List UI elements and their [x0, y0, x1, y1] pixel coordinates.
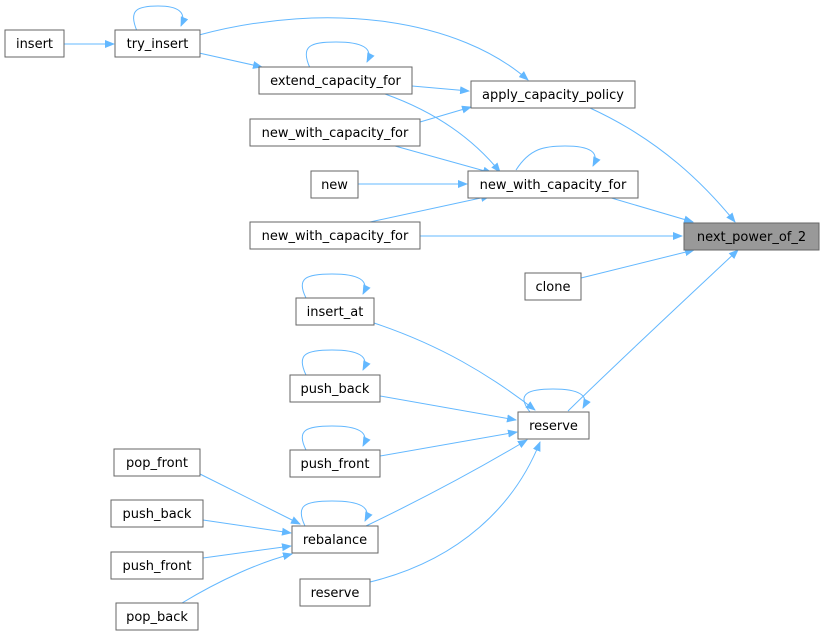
- edge-new-with-capacity-for-2-to-next-power-of-2: [607, 196, 694, 224]
- edge-push-back-1-to-reserve: [379, 395, 517, 423]
- node-label: new: [321, 178, 348, 193]
- node-new[interactable]: new: [310, 170, 359, 199]
- edge-clone-to-next-power-of-2: [580, 248, 695, 279]
- node-label: next_power_of_2: [697, 230, 806, 245]
- node-label: rebalance: [303, 533, 367, 548]
- edge-rebalance-to-reserve: [365, 439, 528, 527]
- node-rebalance[interactable]: rebalance: [291, 525, 379, 554]
- edge-try-insert-to-extend-capacity-for: [198, 52, 263, 69]
- node-label: pop_front: [126, 456, 188, 471]
- edge-reserve-to-next-power-of-2: [567, 249, 739, 412]
- node-label: clone: [536, 280, 571, 295]
- edge-push-back-1-self: [301, 349, 371, 376]
- edge-reserve-2-to-reserve-1: [369, 441, 541, 583]
- edge-new-with-capacity-for-1-to-apply-capacity-policy: [419, 105, 472, 123]
- node-label: extend_capacity_for: [270, 74, 401, 89]
- node-label: new_with_capacity_for: [480, 178, 627, 193]
- edge-pop-back-to-rebalance: [181, 552, 293, 604]
- edge-new-with-capacity-for-1-to-new-with-capacity-for-2: [394, 145, 493, 175]
- node-label: new_with_capacity_for: [262, 126, 409, 141]
- edge-insert-at-to-reserve: [373, 322, 536, 411]
- node-push-back-2[interactable]: push_back: [110, 499, 204, 528]
- node-pop-back[interactable]: pop_back: [115, 602, 199, 631]
- node-new-with-capacity-for-3[interactable]: new_with_capacity_for: [249, 221, 421, 250]
- node-try-insert[interactable]: try_insert: [114, 29, 201, 58]
- node-new-with-capacity-for-1[interactable]: new_with_capacity_for: [249, 118, 421, 147]
- edge-new-with-capacity-for-3-to-new-with-capacity-for-2: [369, 193, 491, 223]
- node-label: apply_capacity_policy: [482, 88, 624, 103]
- edge-extend-capacity-for-to-new-with-capacity-for: [384, 93, 501, 173]
- edge-push-front-1-self: [301, 425, 371, 451]
- nodes: insert try_insert extend_capacity_for ap…: [4, 29, 820, 631]
- node-label: insert: [16, 37, 53, 52]
- node-new-with-capacity-for-2[interactable]: new_with_capacity_for: [467, 170, 639, 199]
- node-insert[interactable]: insert: [4, 29, 65, 58]
- node-label: pop_back: [126, 610, 188, 625]
- edge-rebalance-self: [300, 500, 373, 527]
- node-push-front-2[interactable]: push_front: [110, 551, 204, 580]
- edge-pop-front-to-rebalance: [199, 473, 301, 525]
- node-clone[interactable]: clone: [524, 272, 582, 301]
- edge-extend-capacity-for-to-apply-capacity-policy: [411, 85, 470, 95]
- edge-try-insert-self: [133, 5, 189, 32]
- node-label: insert_at: [307, 305, 364, 320]
- node-next-power-of-2-target[interactable]: next_power_of_2: [683, 222, 820, 251]
- edge-reserve-self: [523, 388, 591, 413]
- node-pop-front[interactable]: pop_front: [113, 448, 201, 477]
- node-label: push_back: [301, 382, 370, 397]
- node-push-front-1[interactable]: push_front: [289, 449, 381, 478]
- edge-push-front-1-to-reserve: [379, 429, 518, 457]
- edge-new-with-capacity-for-2-self: [515, 145, 601, 171]
- edge-push-front-2-to-rebalance: [202, 543, 292, 559]
- edge-apply-capacity-policy-to-next-power-of-2: [589, 107, 736, 223]
- node-apply-capacity-policy[interactable]: apply_capacity_policy: [470, 80, 636, 109]
- edge-extend-capacity-for-self: [305, 41, 375, 69]
- node-label: push_front: [301, 457, 370, 472]
- node-label: push_front: [123, 559, 192, 574]
- node-label: reserve: [529, 419, 578, 434]
- edge-try-insert-to-apply-capacity-policy: [198, 17, 529, 81]
- node-label: reserve: [311, 586, 360, 601]
- edge-insert-at-self: [301, 273, 371, 299]
- edges: [64, 5, 739, 604]
- node-insert-at[interactable]: insert_at: [295, 297, 375, 326]
- node-reserve-1[interactable]: reserve: [517, 411, 590, 440]
- node-reserve-2[interactable]: reserve: [299, 578, 371, 607]
- node-label: push_back: [123, 507, 192, 522]
- node-extend-capacity-for[interactable]: extend_capacity_for: [258, 66, 413, 95]
- node-label: try_insert: [127, 37, 189, 52]
- node-label: new_with_capacity_for: [262, 229, 409, 244]
- edge-push-back-2-to-rebalance: [202, 519, 292, 536]
- node-push-back-1[interactable]: push_back: [289, 374, 381, 403]
